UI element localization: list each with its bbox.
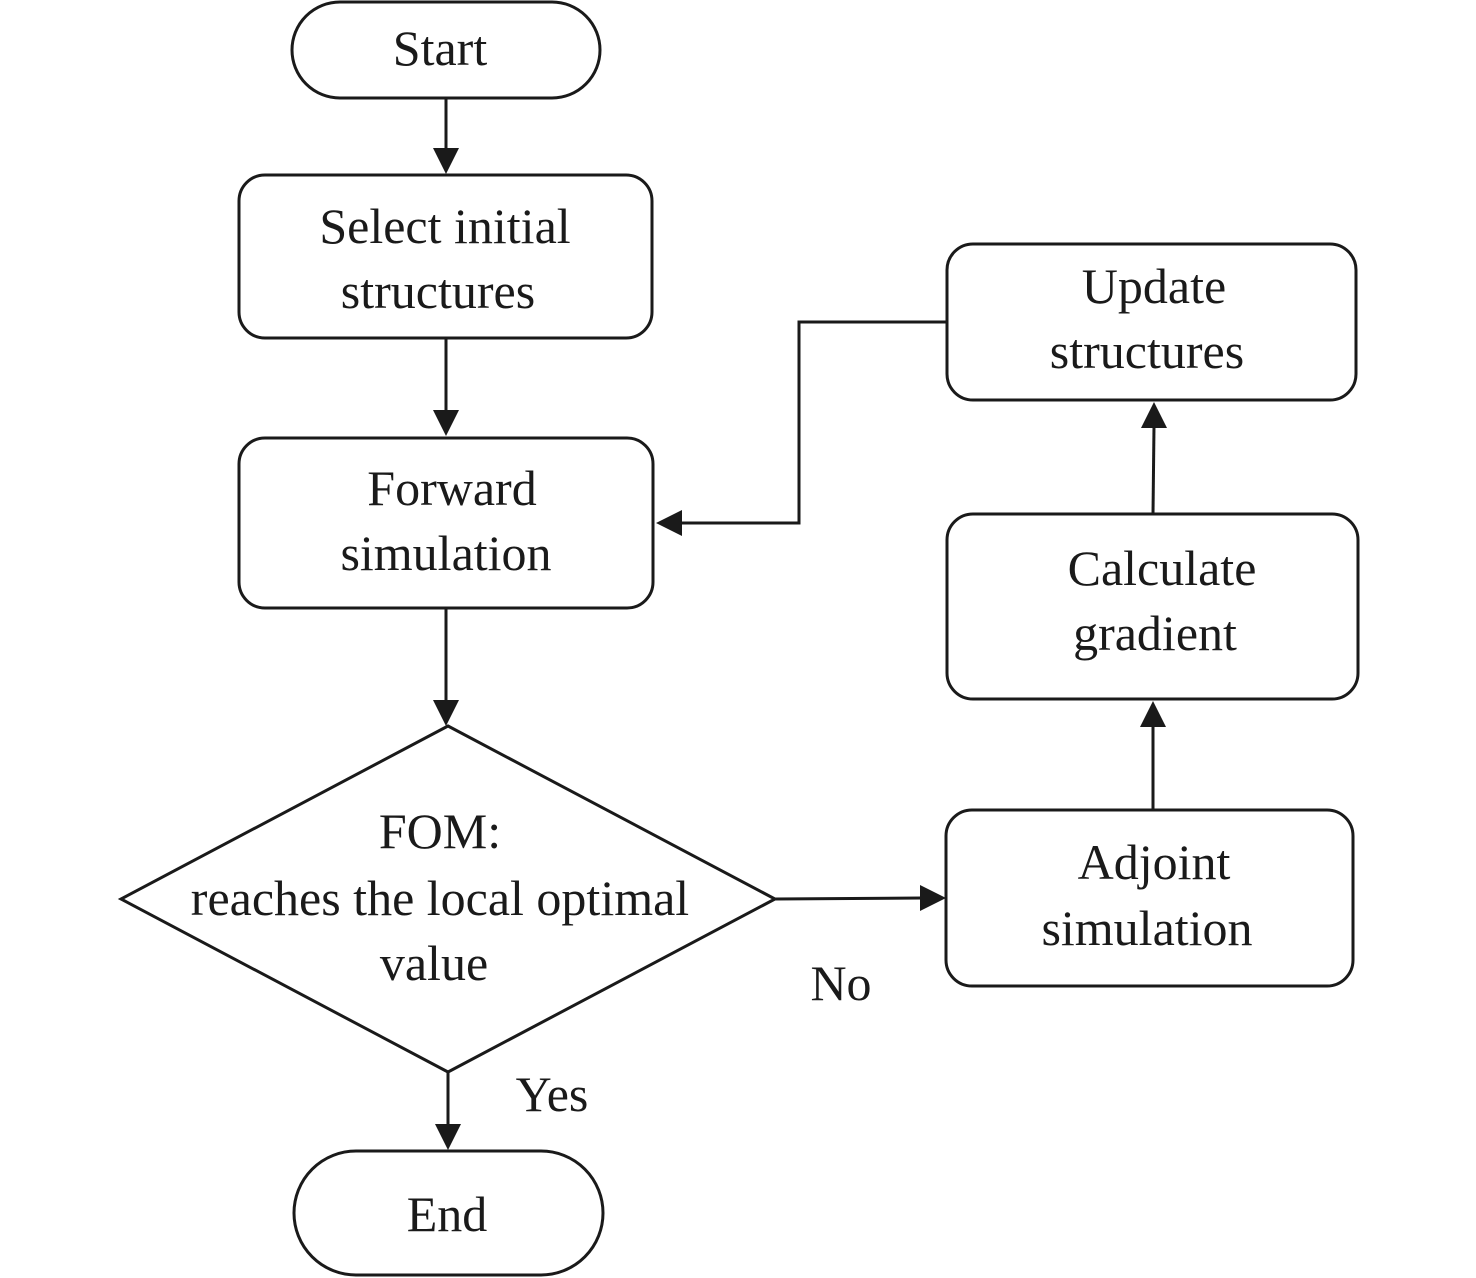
adjoint-label-line1: Adjoint — [1078, 834, 1231, 890]
arrowhead-select — [433, 148, 459, 174]
decision-label-line2: reaches the local optimal — [191, 870, 689, 926]
arrowhead-decision — [433, 700, 459, 726]
decision-label-line3: value — [380, 935, 488, 991]
edge-label-no: No — [810, 955, 871, 1011]
arrowhead-adjoint — [920, 885, 946, 911]
edge-label-yes: Yes — [516, 1066, 589, 1122]
arrowhead-forward — [433, 410, 459, 436]
arrowhead-forward-loop — [656, 510, 682, 536]
edges — [433, 99, 1167, 1150]
update-structures-box: Update structures — [945, 242, 1358, 402]
edge-decision-to-adjoint — [774, 896, 923, 901]
forward-simulation-box: Forward simulation — [237, 436, 655, 610]
arrowhead-end — [435, 1124, 461, 1150]
gradient-label-line2: gradient — [1073, 605, 1237, 661]
arrowhead-update — [1141, 402, 1167, 428]
end-label: End — [407, 1186, 488, 1242]
adjoint-simulation-box: Adjoint simulation — [944, 808, 1355, 988]
arrowhead-gradient — [1140, 701, 1166, 727]
select-label-line1: Select initial — [319, 198, 570, 254]
start-terminal: Start — [290, 0, 602, 100]
edge-update-to-forward — [680, 320, 947, 525]
end-terminal: End — [292, 1149, 605, 1277]
gradient-label-line1: Calculate — [1068, 540, 1257, 596]
adjoint-label-line2: simulation — [1041, 900, 1252, 956]
fom-decision-diamond: FOM: reaches the local optimal value — [117, 724, 779, 1074]
forward-label-line2: simulation — [340, 525, 551, 581]
start-label: Start — [393, 20, 488, 76]
update-label-line2: structures — [1050, 323, 1244, 379]
select-label-line2: structures — [341, 263, 535, 319]
update-label-line1: Update — [1082, 258, 1226, 314]
forward-label-line1: Forward — [367, 460, 536, 516]
select-initial-structures-box: Select initial structures — [237, 173, 654, 340]
decision-label-line1: FOM: — [379, 803, 501, 859]
edge-gradient-to-update — [1151, 425, 1156, 515]
calculate-gradient-box: Calculate gradient — [945, 512, 1360, 701]
